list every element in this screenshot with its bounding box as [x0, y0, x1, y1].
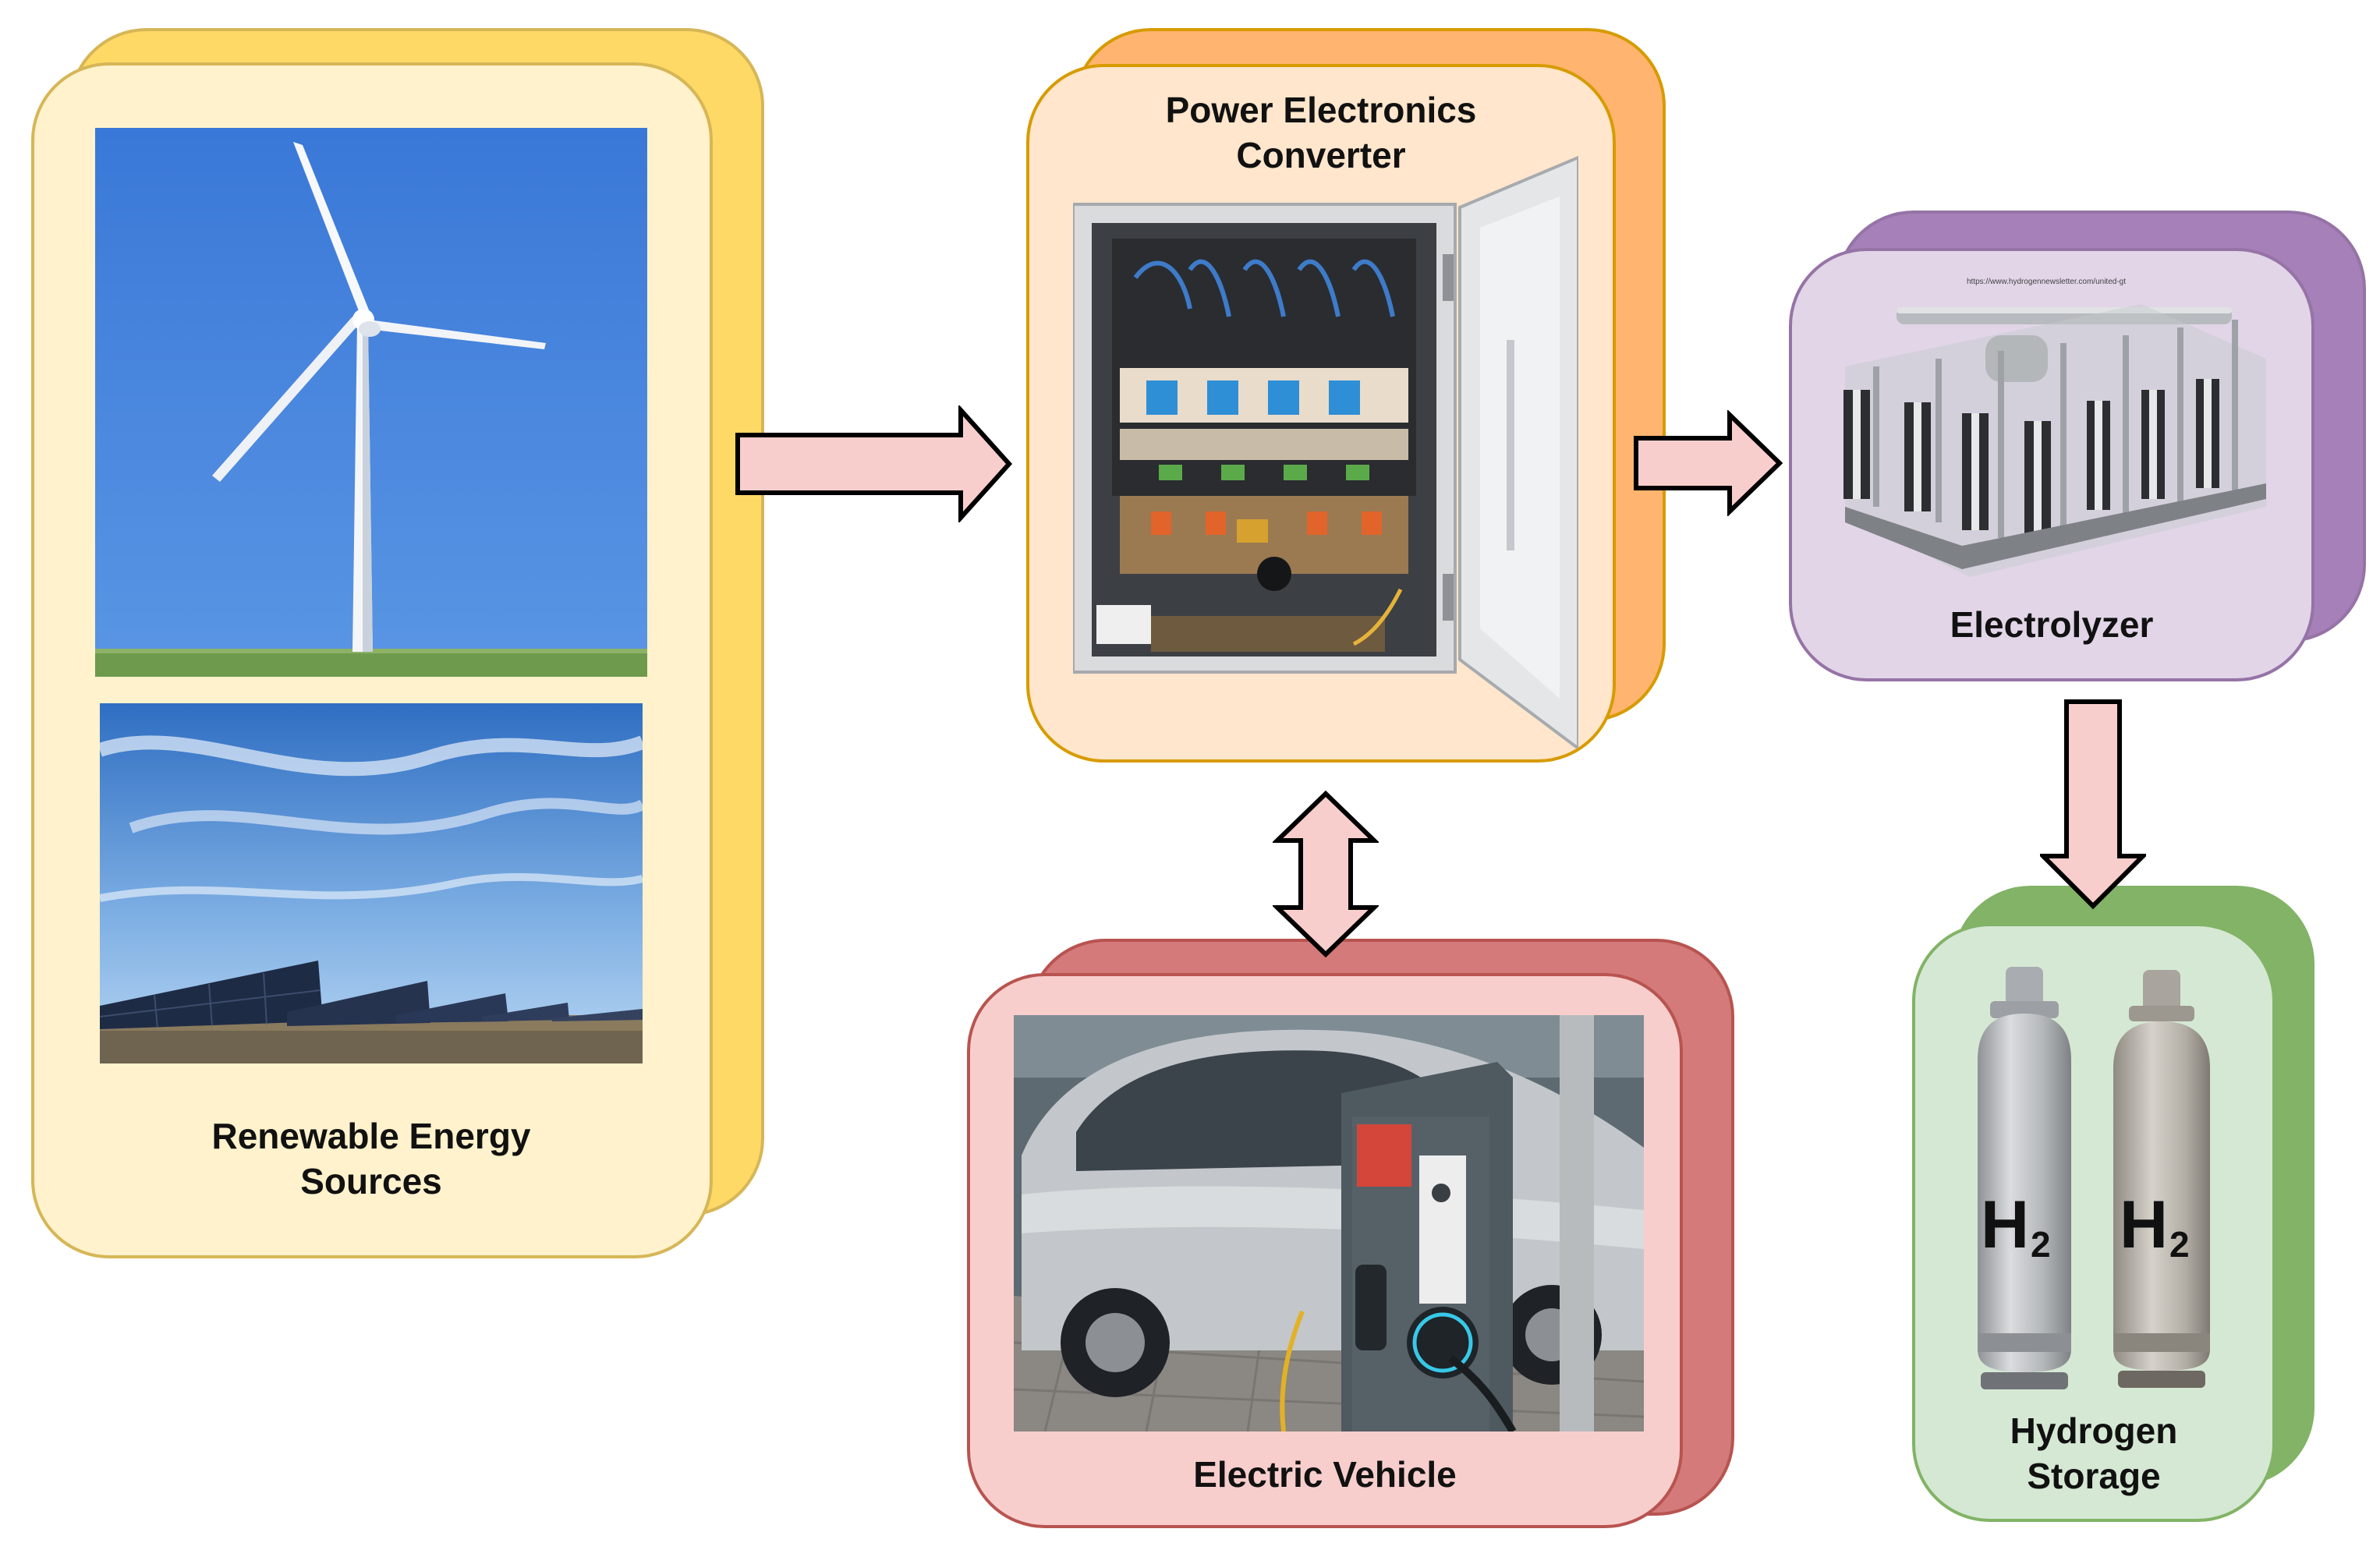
storage-card — [1912, 923, 2276, 1522]
tank1-subscript: 2 — [2031, 1224, 2051, 1265]
ev-label-line1: Electric Vehicle — [1193, 1454, 1457, 1495]
electrolyzer-photo: https://www.hydrogennewsletter.com/unite… — [1829, 273, 2277, 600]
storage-label: Hydrogen Storage — [1912, 1408, 2276, 1499]
ev-label: Electric Vehicle — [967, 1452, 1683, 1497]
converter-cabinet-photo — [1073, 153, 1578, 748]
electrolyzer-label: Electrolyzer — [1789, 602, 2314, 647]
converter-label: Power Electronics Converter — [1026, 87, 1616, 178]
converter-label-line1: Power Electronics — [1165, 90, 1477, 130]
storage-label-line2: Storage — [2027, 1456, 2161, 1496]
tank1-h-label: H — [1981, 1187, 2029, 1262]
wind-turbine-photo — [95, 128, 647, 677]
tank2-subscript: 2 — [2169, 1224, 2190, 1265]
renewable-label: Renewable Energy Sources — [95, 1113, 647, 1204]
arrow-converter-ev-bidirectional — [1273, 791, 1379, 957]
solar-farm-photo — [100, 703, 643, 1063]
electrolyzer-url-note: https://www.hydrogennewsletter.com/unite… — [1967, 278, 2126, 286]
converter-label-line2: Converter — [1236, 135, 1406, 175]
arrow-renewable-to-converter — [735, 405, 1013, 522]
hydrogen-tanks-photo: H 2 H 2 — [1967, 967, 2232, 1391]
renewable-label-line1: Renewable Energy — [211, 1116, 531, 1156]
arrow-electrolyzer-to-storage — [2040, 699, 2146, 910]
renewable-label-line2: Sources — [300, 1161, 442, 1201]
arrow-converter-to-electrolyzer — [1634, 410, 1783, 516]
ev-charging-photo — [1014, 1015, 1644, 1431]
electrolyzer-label-line1: Electrolyzer — [1950, 604, 2154, 645]
tank2-h-label: H — [2120, 1187, 2168, 1262]
storage-label-line1: Hydrogen — [2010, 1410, 2178, 1451]
